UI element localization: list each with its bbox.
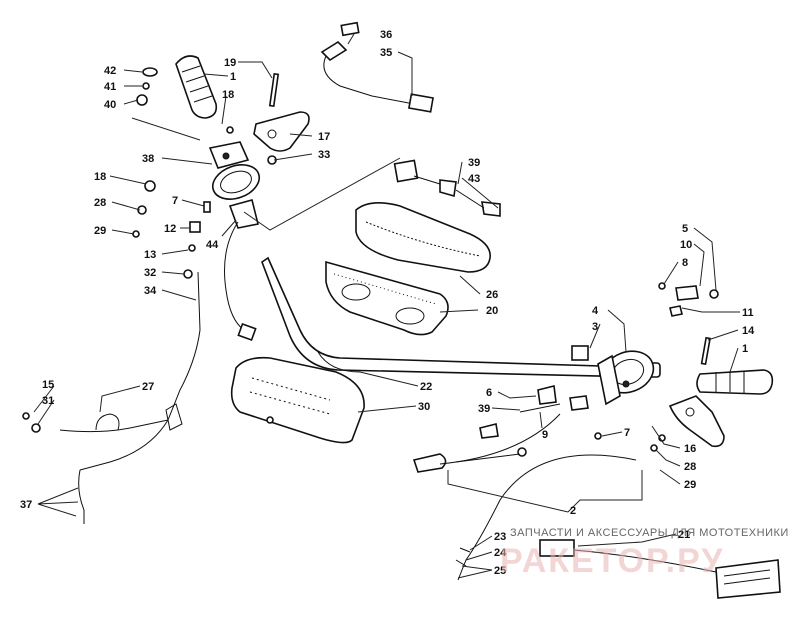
callout-21: 21 — [678, 529, 690, 541]
callout-10: 10 — [680, 239, 692, 251]
callout-14: 14 — [742, 325, 755, 337]
callout-7-right: 7 — [624, 427, 630, 439]
callout-42: 42 — [104, 65, 116, 77]
callout-37: 37 — [20, 499, 32, 511]
callout-13: 13 — [144, 249, 156, 261]
watermark: ЗАПЧАСТИ И АКСЕССУАРЫ ДЛЯ МОТОТЕХНИКИ РА… — [500, 527, 789, 580]
callout-7-left: 7 — [172, 195, 178, 207]
switch-upper — [393, 159, 501, 217]
callout-25: 25 — [494, 565, 506, 577]
callout-4: 4 — [592, 305, 599, 317]
callout-9: 9 — [542, 429, 548, 441]
watermark-text: ЗАПЧАСТИ И АКСЕССУАРЫ ДЛЯ МОТОТЕХНИКИ — [510, 527, 789, 539]
brake-fittings — [658, 282, 719, 366]
callout-1-right: 1 — [742, 343, 748, 355]
callout-39-top: 39 — [468, 157, 480, 169]
switch-lower — [412, 345, 666, 473]
callout-8: 8 — [682, 257, 688, 269]
right-brake-housing — [597, 350, 655, 406]
callout-30: 30 — [418, 401, 430, 413]
callout-18-top: 18 — [222, 89, 234, 101]
callout-15: 15 — [42, 379, 54, 391]
callout-12: 12 — [164, 223, 176, 235]
callout-27: 27 — [142, 381, 154, 393]
handlebar — [261, 256, 661, 378]
right-grip — [696, 369, 774, 395]
callout-19: 19 — [224, 57, 236, 69]
callout-35: 35 — [380, 47, 392, 59]
watermark-logo: РАКЕТОР.РУ — [500, 542, 724, 580]
callout-28-right: 28 — [684, 461, 696, 473]
crossbar-pad — [355, 202, 491, 273]
pad-bracket — [325, 260, 449, 336]
callout-43: 43 — [468, 173, 480, 185]
callout-38: 38 — [142, 153, 154, 165]
callout-1-left: 1 — [230, 71, 236, 83]
callout-34: 34 — [144, 285, 157, 297]
callout-24: 24 — [494, 547, 507, 559]
brake-lever — [668, 395, 725, 448]
callout-20: 20 — [486, 305, 498, 317]
connector-35-36 — [320, 21, 434, 113]
left-wiring — [132, 67, 280, 342]
callout-6: 6 — [486, 387, 492, 399]
callout-32: 32 — [144, 267, 156, 279]
callout-5: 5 — [682, 223, 688, 235]
throttle-lever — [253, 111, 310, 152]
callout-29-left: 29 — [94, 225, 106, 237]
callout-26: 26 — [486, 289, 498, 301]
leader-lines — [33, 33, 740, 579]
callout-41: 41 — [104, 81, 116, 93]
callout-28-left: 28 — [94, 197, 106, 209]
decal-sheet — [539, 539, 781, 599]
callout-44: 44 — [206, 239, 219, 251]
callout-22: 22 — [420, 381, 432, 393]
callout-18-left: 18 — [94, 171, 106, 183]
callout-31: 31 — [42, 395, 54, 407]
callout-11: 11 — [742, 307, 754, 319]
callout-23: 23 — [494, 531, 506, 543]
callout-17: 17 — [318, 131, 330, 143]
bar-pad — [230, 356, 365, 444]
callout-3: 3 — [592, 321, 598, 333]
brake-cable-left — [22, 271, 201, 524]
callout-labels: 42 41 40 1 19 18 36 35 17 33 38 18 7 28 … — [20, 29, 755, 577]
left-switch-housing — [208, 141, 261, 229]
callout-16: 16 — [684, 443, 696, 455]
left-grip — [175, 55, 218, 119]
callout-39-lower: 39 — [478, 403, 490, 415]
callout-29-right: 29 — [684, 479, 696, 491]
callout-36: 36 — [380, 29, 392, 41]
callout-33: 33 — [318, 149, 330, 161]
callout-40: 40 — [104, 99, 116, 111]
callout-2: 2 — [570, 505, 576, 517]
